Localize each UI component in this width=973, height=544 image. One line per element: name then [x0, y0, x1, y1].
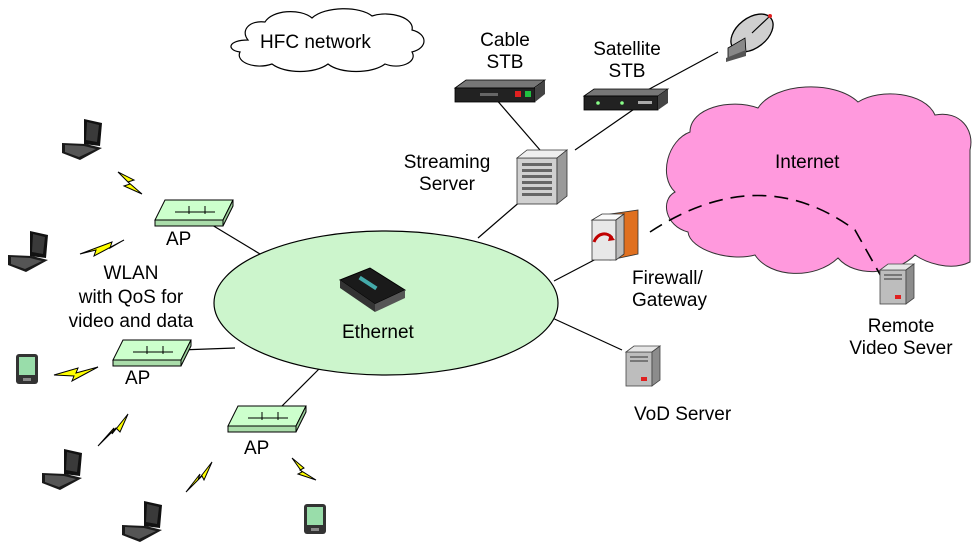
internet-cloud [666, 86, 972, 274]
firewall-icon [590, 209, 639, 261]
ap-label-middle: AP [125, 368, 151, 389]
ethernet-label: Ethernet [342, 322, 414, 343]
cable-stb-label: Cable STB [470, 30, 540, 74]
cloud-icon [230, 8, 425, 73]
ap-label-top: AP [166, 229, 192, 250]
server-icon [625, 345, 661, 387]
firewall-gateway-line2: Gateway [632, 290, 707, 311]
ap-label-bottom: AP [244, 438, 270, 459]
set-top-box-icon [582, 88, 670, 111]
internet-label: Internet [775, 152, 840, 173]
server-icon [879, 263, 915, 305]
wlan-note-line2: with QoS for [78, 287, 184, 308]
lightning-icon [53, 171, 317, 493]
streaming-server-line1: Streaming [403, 152, 491, 173]
switch-icon [338, 267, 407, 312]
remote-video-server-label: Remote Video Sever [836, 316, 966, 360]
remote-video-server-line1: Remote [867, 316, 935, 337]
access-point-icon [154, 199, 234, 227]
laptop-icon [8, 231, 48, 272]
satellite-stb-label: Satellite STB [582, 39, 672, 83]
remote-video-server-line2: Video Sever [849, 338, 953, 359]
hfc-network-label: HFC network [260, 32, 371, 53]
laptop-icon [122, 501, 162, 542]
wlan-note-line3: video and data [68, 311, 194, 332]
satellite-stb-line2: STB [608, 61, 646, 82]
vod-server-label: VoD Server [634, 404, 732, 425]
firewall-gateway-line1: Firewall/ [632, 268, 703, 289]
server-icon [515, 149, 569, 205]
firewall-gateway-label: Firewall/ Gateway [632, 268, 707, 312]
streaming-server-label: Streaming Server [392, 152, 502, 196]
wlan-note: WLAN with QoS for video and data [56, 262, 206, 334]
satellite-stb-line1: Satellite [593, 39, 661, 60]
laptop-icon [42, 449, 82, 490]
tablet-icon [304, 504, 326, 534]
cable-stb-line2: STB [486, 52, 524, 73]
internet-tunnel [649, 194, 883, 279]
wlan-note-line1: WLAN [103, 263, 159, 284]
access-point-icon [112, 339, 192, 367]
cable-stb-line1: Cable [480, 30, 530, 51]
access-point-icon [227, 405, 307, 433]
satellite-dish-icon [726, 13, 774, 62]
streaming-server-line2: Server [419, 174, 475, 195]
tablet-icon [16, 354, 38, 384]
set-top-box-icon [453, 79, 547, 103]
laptop-icon [62, 119, 102, 160]
